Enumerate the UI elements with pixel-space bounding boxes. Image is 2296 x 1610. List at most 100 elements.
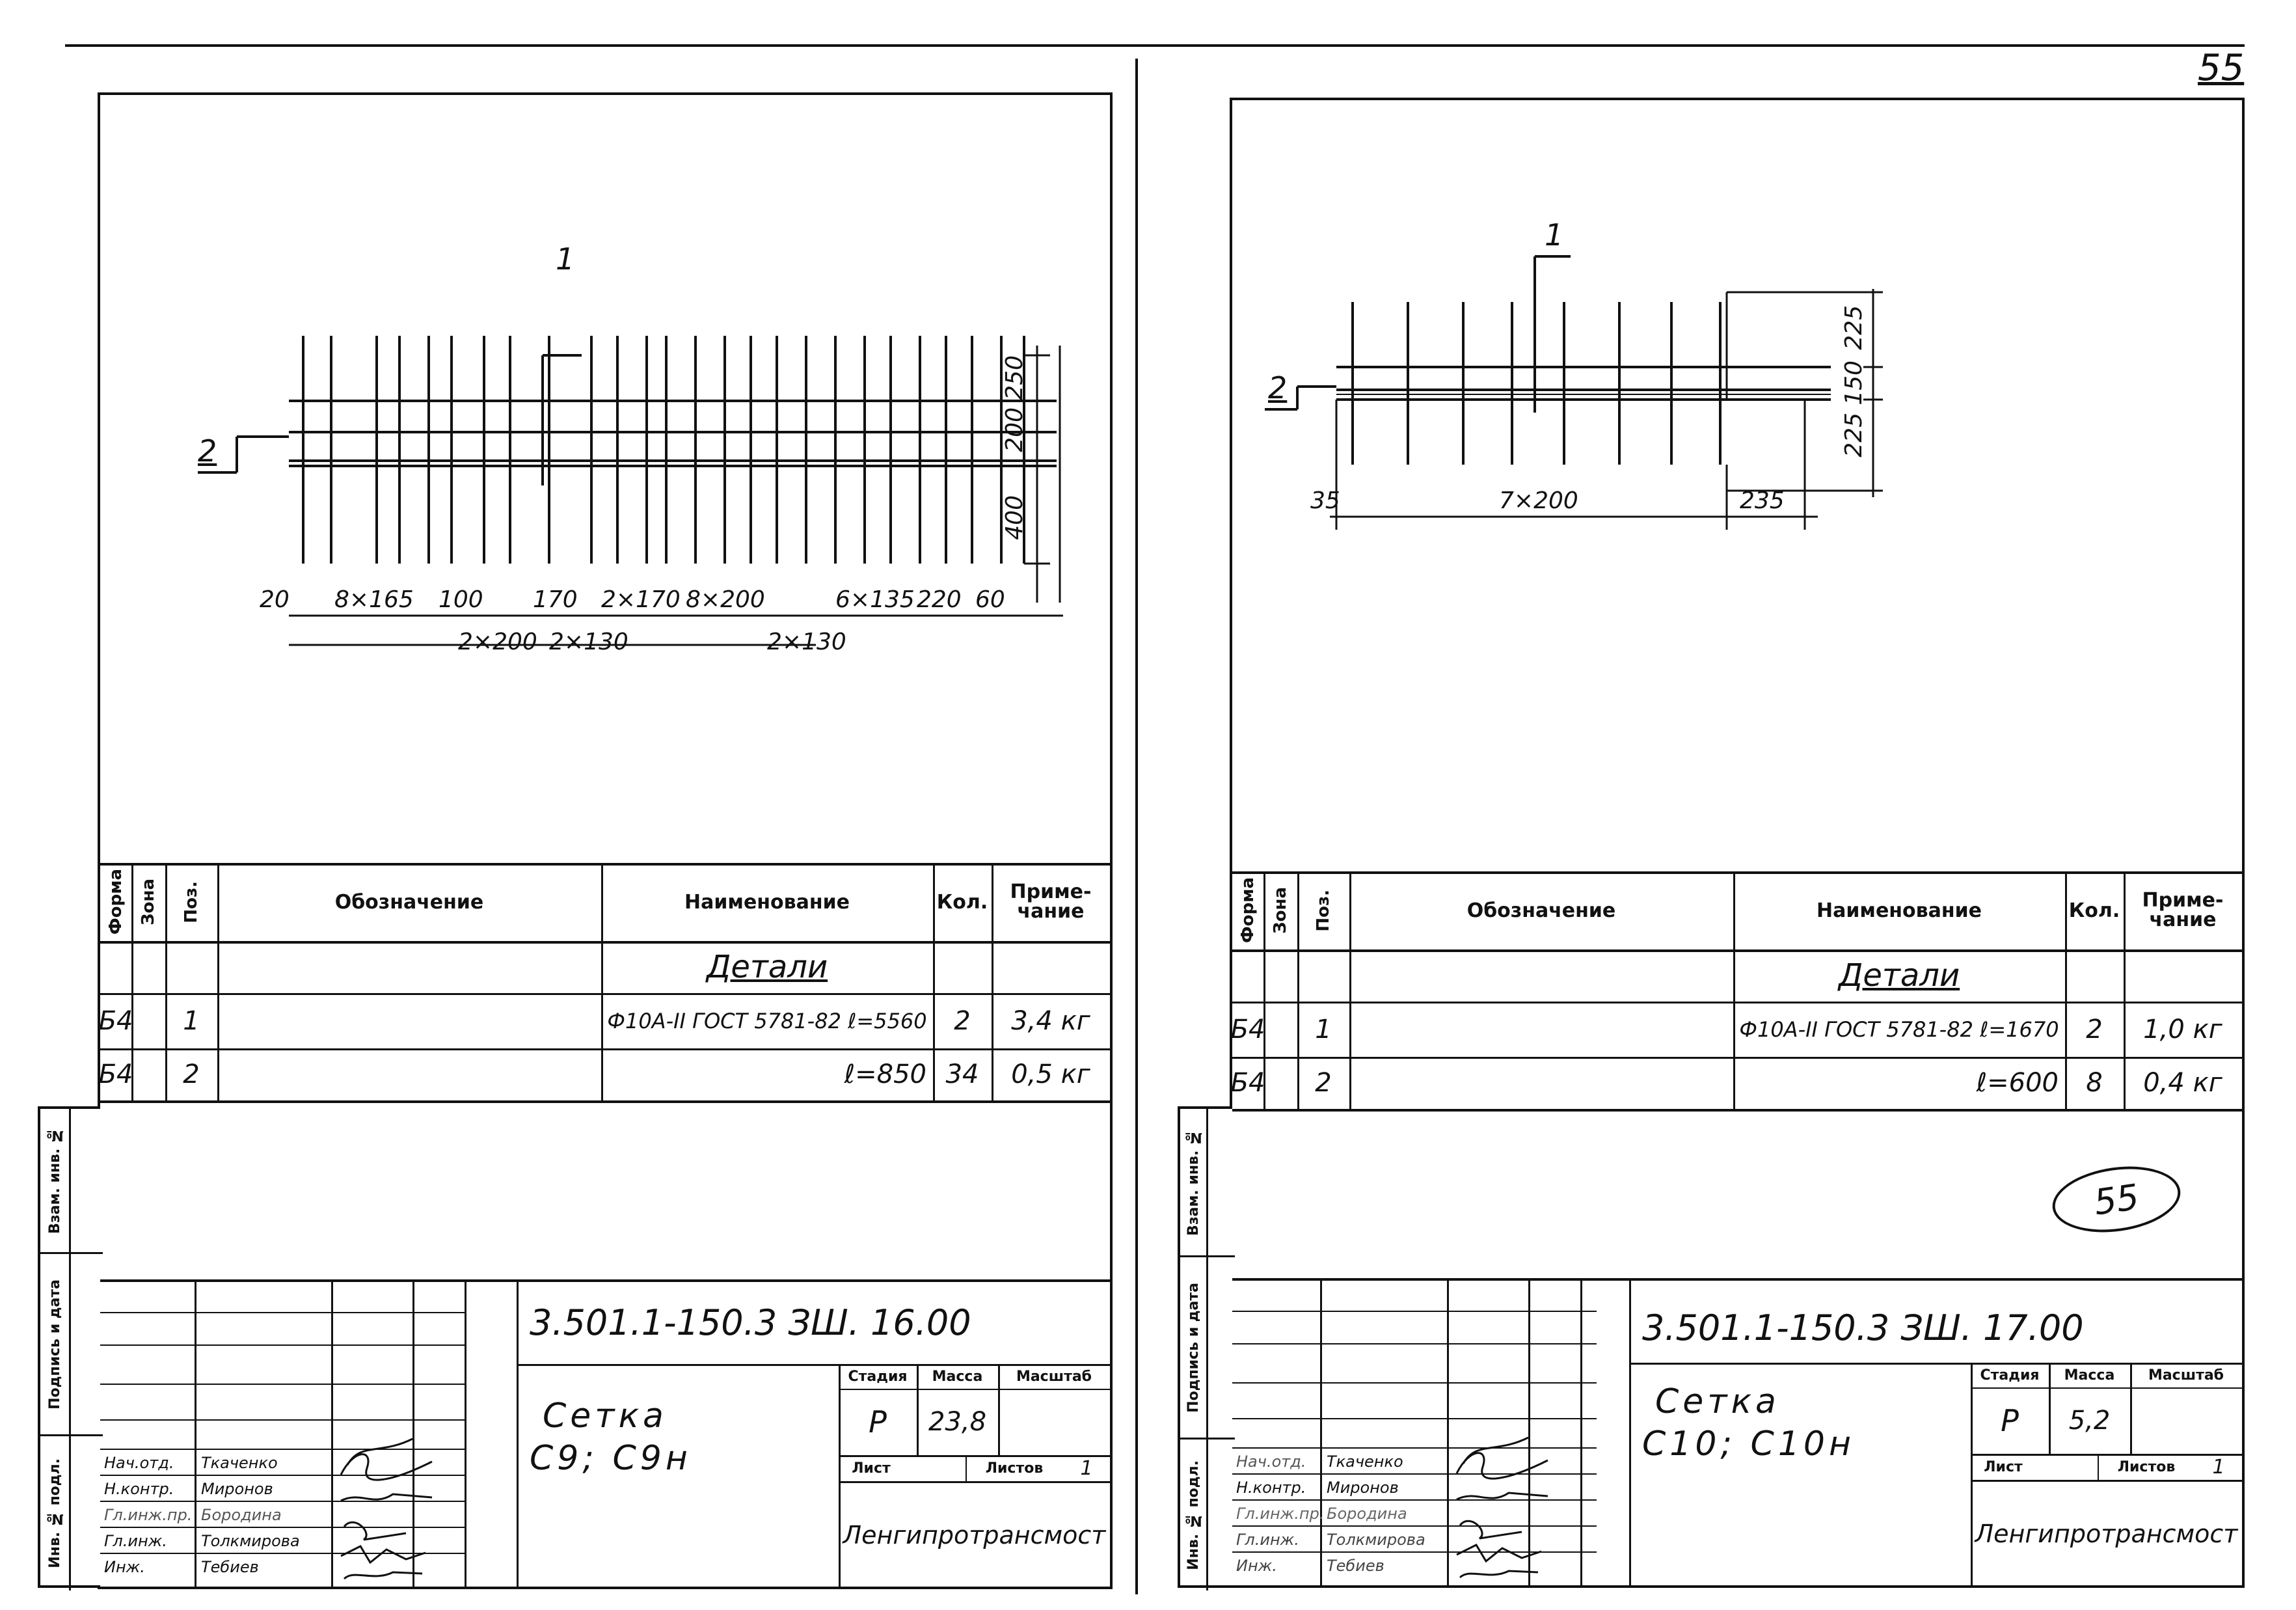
organization: Ленгипротрансмост [1975,1519,2238,1548]
document-name-line1: Сетка [1655,1382,1780,1421]
massa-label: Масса [2064,1367,2115,1384]
position-1-label: 1 [1545,217,1564,252]
dim-right-1: 200 [1001,407,1028,452]
listov-value: 1 [1080,1456,1093,1480]
stadia-value: Р [869,1404,887,1439]
vertical-bars [302,336,1025,564]
spec-table: Формa Зона Поз. Обозначение Наименование… [98,863,1110,1104]
side-strip-right: Взам. инв. № Подпись и дата Инв. № подл. [1178,1106,1235,1590]
hdr-kol: Кол. [936,890,988,914]
dim-bottom-4: 2×170 [601,586,681,613]
sheet-left: 1 2 20 8×165 100 170 2×170 8×200 6×135 2… [98,92,1113,1589]
title-block: 3.501.1-150.3 ЗШ. 17.00 Сетка С10; С10н … [1232,1278,2242,1585]
center-divider [1135,59,1138,1594]
listov-label: Листов [2117,1458,2176,1475]
side-inv: Инв. № подл. [46,1458,63,1568]
dim-right-2: 225 [1841,413,1867,457]
document-name-line2: С9; С9н [530,1439,692,1478]
dim-bottom-0: 20 [260,586,290,613]
section-details: Детали [706,949,828,985]
sheet-right: 1 2 35 7×200 235 225 150 225 Формa Зона … [1230,98,2245,1588]
dim-bottom-1: 7×200 [1499,487,1578,514]
row2-prim: 0,5 кг [1011,1059,1090,1089]
person-name-3: Толкмирова [1327,1531,1425,1549]
document-name-line2: С10; С10н [1642,1425,1855,1464]
person-role-2: Гл.инж.пр. [104,1506,193,1524]
position-1-label: 1 [556,241,575,277]
row2-forma: Б4 [1230,1068,1265,1098]
dim-bottom-8: 60 [975,586,1005,613]
row2-prim: 0,4 кг [2143,1068,2222,1098]
hdr-oboznachenie: Обозначение [1466,899,1616,922]
person-name-1: Миронов [1327,1479,1399,1497]
person-role-0: Нач.отд. [104,1454,174,1472]
masshtab-label: Масштаб [2148,1367,2224,1384]
hdr-kol: Кол. [2068,899,2120,922]
circled-stamp: 55 [2048,1158,2185,1240]
row1-naim: Ф10А-II ГОСТ 5781-82 ℓ=1670 [1739,1016,2059,1042]
massa-label: Масса [932,1368,983,1385]
row1-prim: 3,4 кг [1011,1005,1090,1036]
position-2-label: 2 [198,433,217,469]
masshtab-label: Масштаб [1016,1368,1092,1385]
document-name-line1: Сетка [543,1397,668,1436]
row1-kol: 2 [2086,1014,2103,1044]
person-role-4: Инж. [104,1558,145,1576]
row1-prim: 1,0 кг [2143,1014,2222,1044]
massa-value: 5,2 [2068,1406,2111,1436]
person-role-2: Гл.инж.пр. [1236,1505,1325,1523]
top-rule [65,44,2245,47]
person-role-3: Гл.инж. [1236,1531,1299,1549]
side-podpis: Подпись и дата [1185,1282,1202,1413]
row2-naim: ℓ=600 [1976,1068,2059,1098]
vertical-bars [1351,302,1722,465]
row2-kol: 34 [945,1059,979,1089]
mesh-drawing-c9 [198,336,1063,646]
person-name-1: Миронов [201,1480,273,1498]
massa-value: 23,8 [928,1407,987,1437]
hdr-zona: Зона [1271,887,1290,934]
row1-poz: 1 [1315,1014,1332,1044]
title-block: 3.501.1-150.3 ЗШ. 16.00 Сетка С9; С9н Ст… [100,1279,1110,1587]
handwritten-signatures [1455,1436,1548,1579]
hdr-primechanie: Приме- чание [1010,880,1092,923]
row2-poz: 2 [1315,1068,1332,1098]
document-code: 3.501.1-150.3 ЗШ. 17.00 [1642,1307,2084,1348]
list-label: Лист [1984,1458,2023,1475]
side-podpis: Подпись и дата [46,1279,63,1410]
row1-forma: Б4 [98,1005,133,1036]
dim-bottom-5: 8×200 [686,586,765,613]
dim-right-1: 150 [1841,361,1867,405]
page-number: 55 [2198,47,2245,89]
hdr-forma: Формa [1238,877,1258,944]
listov-label: Листов [985,1460,1044,1477]
person-role-1: Н.контр. [104,1480,174,1498]
dim-bottom-2: 100 [439,586,483,613]
organization: Ленгипротрансмост [843,1520,1106,1549]
person-role-1: Н.контр. [1236,1479,1306,1497]
side-inv: Инв. № подл. [1185,1460,1202,1570]
mesh-drawing-c10 [1265,255,1883,530]
row1-poz: 1 [183,1005,200,1036]
hdr-poz: Поз. [1314,889,1333,932]
hdr-poz: Поз. [182,880,201,923]
person-name-4: Тебиев [1327,1557,1384,1575]
side-vzam: Взам. инв. № [1185,1128,1202,1236]
person-role-4: Инж. [1236,1557,1277,1575]
hdr-forma: Формa [106,869,126,935]
listov-value: 1 [2212,1455,2225,1479]
side-vzam: Взам. инв. № [46,1127,63,1234]
dim-bottom2-0: 2×200 [458,629,537,655]
spec-table: Формa Зона Поз. Обозначение Наименование… [1230,871,2242,1112]
dim-right-0: 225 [1841,305,1867,350]
hdr-zona: Зона [139,879,158,925]
dim-right-0: 250 [1001,355,1028,400]
section-details: Детали [1838,957,1960,994]
person-name-0: Ткаченко [201,1454,278,1472]
row2-naim: ℓ=850 [844,1059,926,1089]
dim-bottom-7: 220 [917,586,962,613]
document-code: 3.501.1-150.3 ЗШ. 16.00 [530,1302,971,1343]
side-strip-left: Взам. инв. № Подпись и дата Инв. № подл. [38,1106,103,1590]
person-name-2: Бородина [1327,1505,1407,1523]
row1-kol: 2 [954,1005,971,1036]
